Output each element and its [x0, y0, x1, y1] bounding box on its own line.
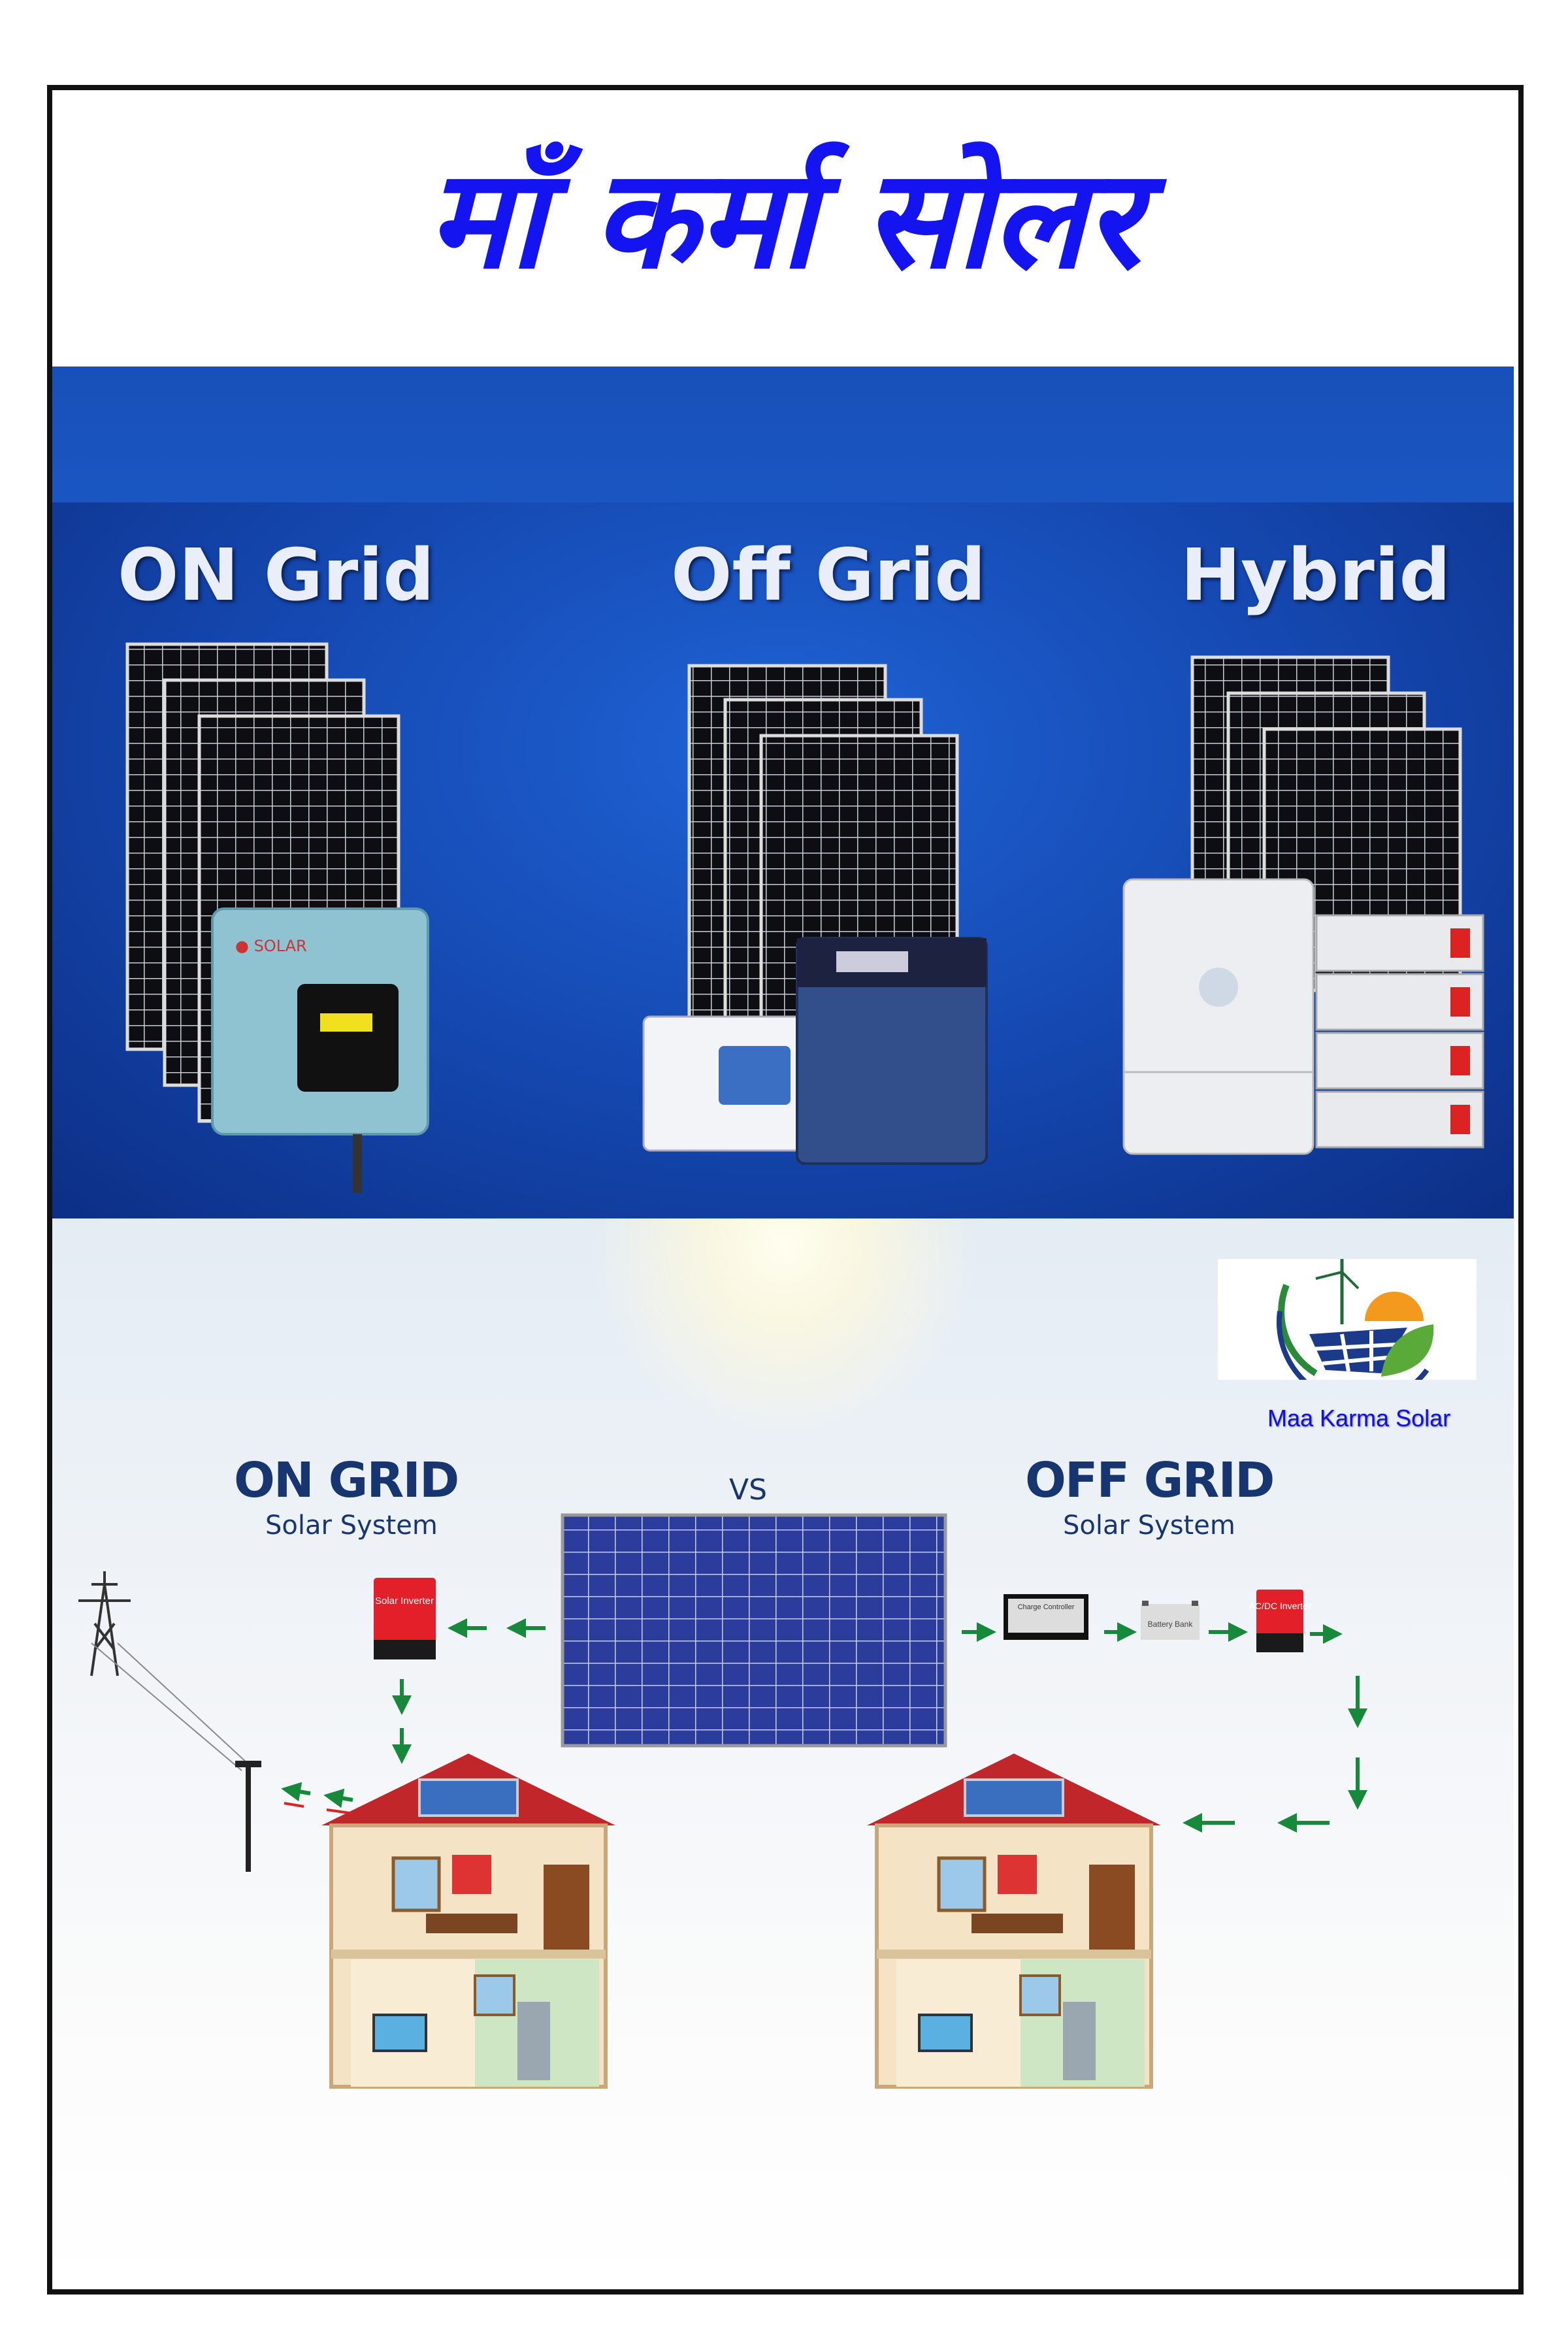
charge-controller-label: Charge Controller: [1018, 1603, 1075, 1611]
charge-controller: Charge Controller: [1004, 1594, 1088, 1640]
solar-inverter-label: Solar Inverter: [375, 1595, 434, 1607]
off-grid-inverter: [796, 937, 988, 1165]
logo-emblem-icon: [1276, 1259, 1434, 1380]
off-grid-subtitle: Solar System: [1063, 1511, 1235, 1541]
hybrid-battery-stack: [1315, 914, 1484, 1149]
vs-label: VS: [729, 1473, 768, 1507]
battery-bank: Battery Bank: [1141, 1601, 1200, 1640]
battery-bank-label: Battery Bank: [1148, 1620, 1194, 1629]
grid-comparison-diagram: Maa Karma Solar ON GRID Solar System VS …: [52, 1218, 1514, 2284]
on-grid-arrows: [281, 1618, 546, 1808]
label-on-grid: ON Grid: [118, 533, 434, 617]
label-off-grid: Off Grid: [671, 533, 986, 617]
on-grid-house: [321, 1754, 615, 2087]
ac-dc-inverter: AC/DC Inverter: [1249, 1590, 1311, 1652]
ac-dc-inverter-label: AC/DC Inverter: [1249, 1601, 1311, 1611]
hybrid-inverter: [1122, 878, 1315, 1155]
solar-inverter: Solar Inverter: [374, 1578, 436, 1659]
solar-types-banner: ON Grid Off Grid Hybrid ● SOLAR: [52, 367, 1514, 1218]
on-grid-subtitle: Solar System: [265, 1511, 438, 1541]
solar-panel: [561, 1513, 947, 1748]
svg-text:● SOLAR: ● SOLAR: [235, 937, 307, 955]
power-tower-icon: [78, 1571, 249, 1771]
off-grid-battery: [642, 1015, 808, 1152]
banner-illustration: ● SOLAR: [125, 642, 1484, 1193]
hybrid-panels: [1190, 655, 1462, 992]
utility-pole-icon: [235, 1761, 261, 1872]
on-grid-heading: ON GRID: [234, 1452, 459, 1509]
off-grid-house: [867, 1754, 1161, 2087]
diagram-drawing: Solar Inverter Charge Controller: [78, 1513, 1367, 2284]
off-grid-arrows: [962, 1622, 1367, 1833]
label-hybrid: Hybrid: [1181, 533, 1451, 617]
logo: [1218, 1259, 1477, 1380]
on-grid-inverter: ● SOLAR: [211, 907, 429, 1193]
banner-top-strip: [52, 367, 1514, 502]
page-border: [47, 85, 1524, 2295]
off-grid-heading: OFF GRID: [1025, 1452, 1275, 1509]
logo-text: Maa Karma Solar: [1267, 1405, 1451, 1431]
grid-export-arrows: [284, 1802, 350, 1814]
page-title: माँ कर्मा सोलर: [427, 139, 1141, 299]
